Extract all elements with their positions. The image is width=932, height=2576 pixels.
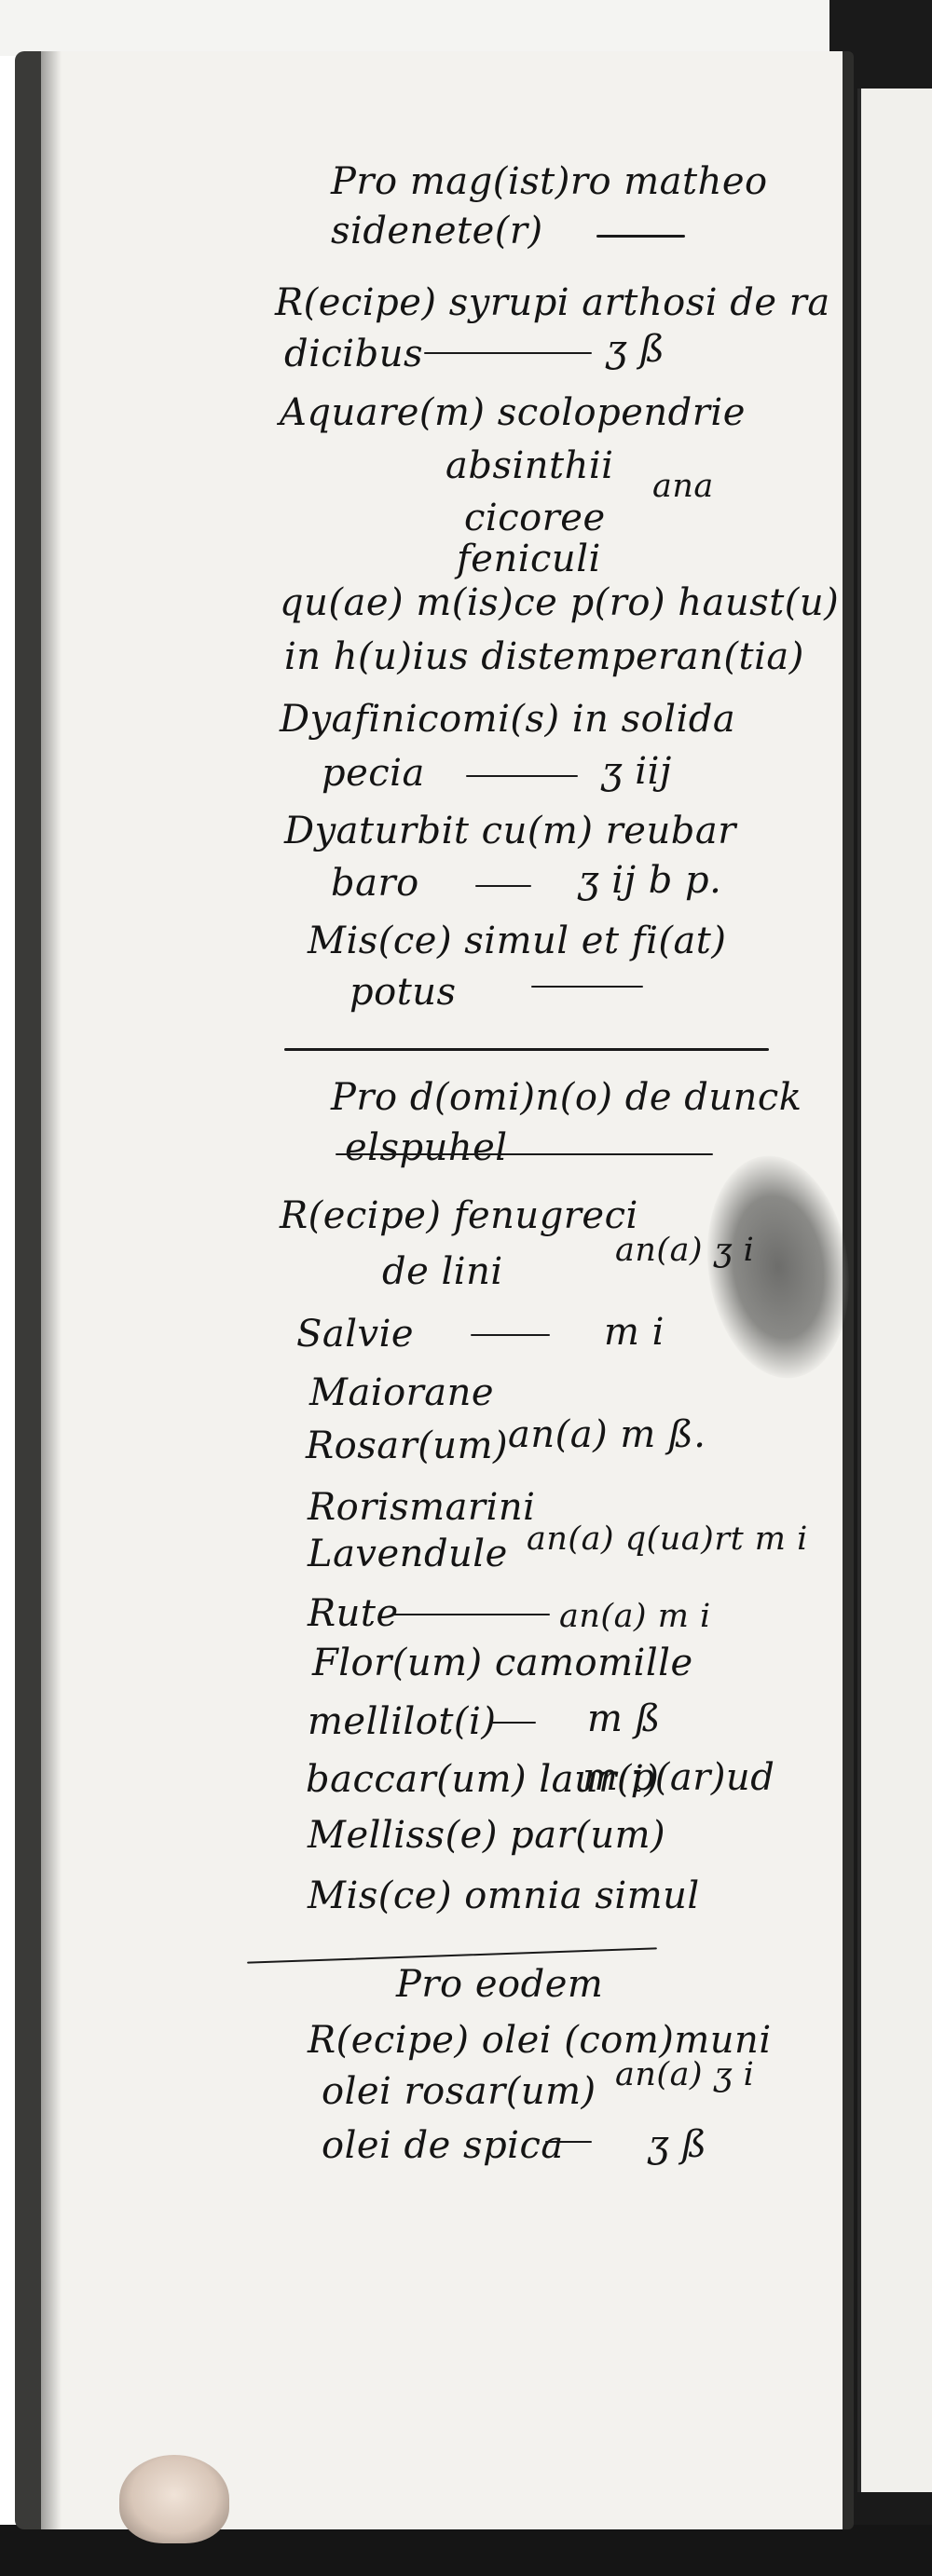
dose-leader [475,885,531,887]
holding-thumb [119,2455,229,2543]
dose-leader [424,352,592,354]
section2-line-12: Melliss(e) par(um) [308,1814,666,1857]
flourish [531,986,643,988]
heading-flourish [596,235,685,238]
section3-dose-rosarum: an(a) ʒ i [615,2056,755,2093]
section1-line-5: cicoree [464,497,606,539]
section1-line-2: dicibus [284,333,423,375]
section1-line-11: Dyaturbit cu(m) reubar [284,810,736,852]
section1-dose-ana: ana [652,468,714,505]
dose-leader [545,2141,592,2143]
heading-underline [336,1153,713,1155]
section2-line-10: mellilot(i) [308,1700,497,1743]
dose-leader [489,1722,536,1724]
scan-background-top [0,0,932,56]
section1-line-14: potus [350,971,457,1014]
section2-dose-melliloti: m ß [587,1697,661,1740]
section1-dose-dicibus: ʒ ß [606,328,665,371]
section2-line-1: R(ecipe) fenugreci [280,1194,638,1237]
section1-line-6: feniculi [457,538,601,580]
section3-line-1: R(ecipe) olei (com)muni [308,2019,772,2062]
section1-line-13: Mis(ce) simul et fi(at) [308,920,727,962]
section2-line-3: Salvie [296,1313,415,1356]
section-divider [284,1048,769,1051]
adjacent-page-edge [857,89,932,2492]
section2-heading-line1: Pro d(omi)n(o) de dunck [331,1076,802,1119]
section2-line-13: Mis(ce) omnia simul [308,1874,700,1917]
section1-line-3: Aquare(m) scolopendrie [280,391,746,434]
section2-line-9: Flor(um) camomille [312,1642,693,1684]
section2-line-7: Lavendule [308,1533,508,1575]
section1-line-10: pecia [322,752,425,795]
section2-line-2: de lini [382,1250,503,1293]
section2-line-11: baccar(um) laur(i) [306,1758,660,1801]
section2-dose-baccarum: m p(ar)ud [582,1756,775,1799]
section2-heading-line2: elspuhel [345,1126,508,1169]
section2-line-8: Rute [308,1592,399,1635]
section1-line-9: Dyafinicomi(s) in solida [280,698,736,741]
section1-dose-baro: ʒ ij b p. [578,859,722,902]
dose-leader [466,775,578,777]
section1-line-12: baro [331,862,419,905]
section3-line-3: olei de spica [322,2124,564,2167]
section2-dose-fenugreci: an(a) ʒ i [615,1232,755,1269]
section2-line-6: Rorismarini [308,1486,536,1529]
section2-dose-salvie: m i [604,1311,665,1354]
section3-line-2: olei rosar(um) [322,2070,596,2113]
section1-heading-line2: sidenete(r) [331,210,543,252]
section2-line-5: Rosar(um) [306,1424,509,1467]
section1-line-7: qu(ae) m(is)ce p(ro) haust(u) [280,581,840,624]
section3-heading: Pro eodem [396,1963,604,2006]
section1-heading-line1: Pro mag(ist)ro matheo [331,160,768,203]
dose-leader [471,1334,550,1336]
section3-dose-spica: ʒ ß [648,2123,707,2166]
section2-dose-lavendule: an(a) q(ua)rt m i [527,1520,808,1558]
binding-shadow [41,51,62,2529]
section1-line-8: in h(u)ius distemperan(tia) [284,635,804,678]
section2-dose-rosarum: an(a) m ß. [508,1413,706,1456]
section1-line-1: R(ecipe) syrupi arthosi de ra [275,281,830,324]
section1-dose-pecia: ʒ iij [601,750,672,793]
section2-line-4: Maiorane [309,1371,495,1414]
dose-leader [391,1614,550,1615]
section1-line-4: absinthii [445,444,614,487]
section2-dose-rute: an(a) m i [559,1598,711,1635]
